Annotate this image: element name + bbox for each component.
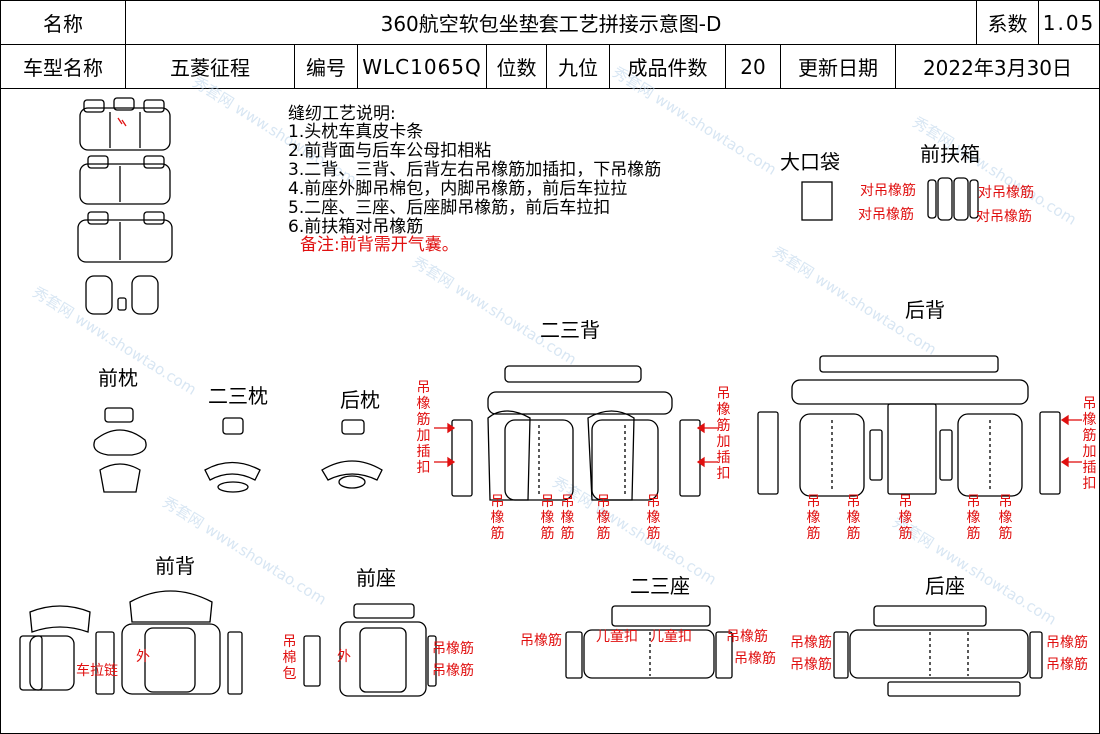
second-third-seat-label: 二三座 [630,574,690,598]
armrest-annotation-right: 对吊橡筋 [976,209,1032,225]
second-third-headrest-pieces [204,417,261,493]
rear-headrest-pieces [321,419,383,489]
second-third-seat-rubber-annotation: 吊橡筋 [734,651,776,667]
pocket-label: 大口袋 [780,150,840,174]
rear-seat-rubber-annotation: 吊橡筋 [1046,657,1088,673]
front-back-outer-annotation: 外 [136,649,150,665]
armrest-annotation-left: 对吊橡筋 [860,183,916,199]
front-back-pieces [19,590,243,695]
pieces-label: 成品件数 [609,44,726,89]
second-third-seat-pieces [565,605,733,679]
second-third-back-pieces [451,365,701,501]
back-side-annotation: 吊橡筋加插扣 [716,386,731,482]
front-seat-label: 前座 [356,566,396,590]
back-bottom-annotation: 吊橡筋 [540,494,555,542]
pocket-piece [801,181,833,221]
notes-title: 缝纫工艺说明: [288,104,396,124]
back-bottom-annotation: 吊橡筋 [560,494,575,542]
child-buckle-annotation: 儿童扣 [596,629,638,645]
rear-seat-rubber-annotation: 吊橡筋 [790,635,832,651]
child-buckle-annotation: 儿童扣 [650,629,692,645]
back-bottom-annotation: 吊橡筋 [846,494,861,542]
back-bottom-annotation: 吊橡筋 [806,494,821,542]
second-third-back-label: 二三背 [540,318,600,342]
model-value: 五菱征程 [125,44,295,89]
rear-seat-rubber-annotation: 吊橡筋 [790,657,832,673]
back-bottom-annotation: 吊橡筋 [596,494,611,542]
front-seat-rubber-annotation: 吊橡筋 [432,663,474,679]
front-back-zipper-annotation: 车拉链 [76,663,118,679]
note-line: 1.头枕车真皮卡条 [288,122,424,142]
coefficient-label: 系数 [976,0,1039,45]
note-line: 5.二座、三座、后座脚吊橡筋，前后车拉扣 [288,198,611,218]
front-seat-pieces [303,603,437,697]
note-line: 6.前扶箱对吊橡筋 [288,217,424,237]
second-third-seat-rubber-annotation: 吊橡筋 [726,629,768,645]
front-seat-outer-annotation: 外 [337,649,351,665]
rear-seat-rubber-annotation: 吊橡筋 [1046,635,1088,651]
back-bottom-annotation: 吊橡筋 [898,494,913,542]
back-side-annotation: 吊橡筋加插扣 [1082,396,1097,492]
back-bottom-annotation: 吊橡筋 [998,494,1013,542]
red-arrows [434,414,1082,468]
armrest-annotation-right: 对吊橡筋 [978,185,1034,201]
second-third-seat-rubber-annotation: 吊橡筋 [520,633,562,649]
rear-back-pieces [757,355,1061,497]
front-back-label: 前背 [155,554,195,578]
note-line: 3.二背、三背、后背左右吊橡筋加插扣，下吊橡筋 [288,160,662,180]
seat-layout-overview [77,97,173,315]
back-bottom-annotation: 吊橡筋 [490,494,505,542]
armrest-pieces [927,177,979,221]
seats-label: 位数 [486,44,547,89]
note-line: 2.前背面与后车公母扣相粘 [288,141,492,161]
rear-back-label: 后背 [905,298,945,322]
back-bottom-annotation: 吊橡筋 [646,494,661,542]
front-seat-rubber-annotation: 吊橡筋 [432,641,474,657]
rear-headrest-label: 后枕 [340,388,380,412]
front-headrest-pieces [93,407,147,493]
second-third-headrest-label: 二三枕 [208,384,268,408]
date-value: 2022年3月30日 [895,44,1100,89]
front-headrest-label: 前枕 [98,366,138,390]
note-line: 4.前座外脚吊棉包，内脚吊橡筋，前后车拉拉 [288,179,628,199]
front-seat-cotton-annotation: 吊棉包 [282,634,297,682]
back-side-annotation: 吊橡筋加插扣 [416,380,431,476]
date-label: 更新日期 [780,44,896,89]
rear-seat-pieces [833,605,1043,697]
back-bottom-annotation: 吊橡筋 [966,494,981,542]
rear-seat-label: 后座 [925,574,965,598]
notes-remark: 备注:前背需开气囊。 [300,235,459,255]
armrest-annotation-left: 对吊橡筋 [858,207,914,223]
armrest-label: 前扶箱 [920,142,980,166]
